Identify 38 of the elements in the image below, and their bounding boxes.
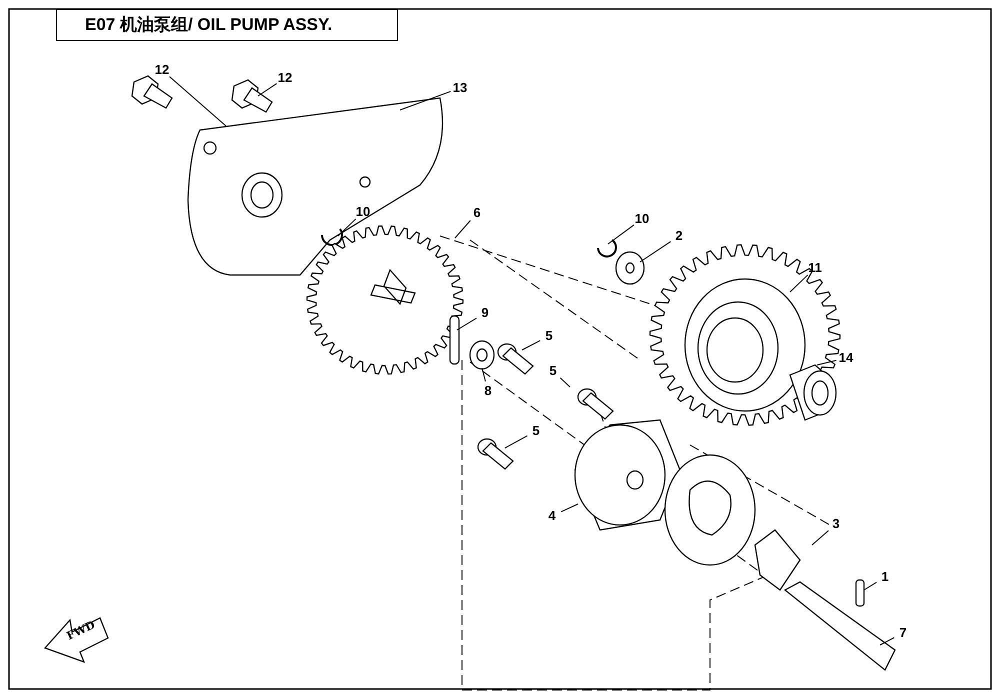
- leader-line: [454, 220, 471, 238]
- callout-number: 5: [532, 424, 540, 438]
- leader-line: [456, 318, 477, 330]
- callout-number: 4: [548, 509, 556, 523]
- callout-number: 7: [899, 626, 907, 640]
- callout-number: 14: [838, 351, 854, 365]
- leader-line: [812, 530, 829, 546]
- callout-number: 2: [675, 229, 683, 243]
- leader-line: [790, 274, 808, 292]
- leader-line: [560, 377, 570, 388]
- callout-number: 1: [881, 570, 889, 584]
- direction-label: FWD: [64, 618, 98, 643]
- diagram-title: E07 机油泵组/ OIL PUMP ASSY.: [56, 9, 398, 41]
- callout-number: 13: [452, 81, 468, 95]
- callout-number: 12: [154, 63, 170, 77]
- callout-number: 10: [356, 205, 370, 219]
- leader-line: [400, 90, 452, 110]
- callout-number: 6: [473, 206, 481, 220]
- leader-line: [560, 504, 578, 512]
- leader-line: [816, 360, 837, 366]
- callout-number: 12: [278, 71, 292, 85]
- callout-number: 5: [549, 364, 557, 378]
- leader-line: [504, 435, 528, 448]
- leader-line: [864, 582, 877, 590]
- leader-line: [258, 83, 278, 96]
- callout-number: 8: [484, 384, 492, 398]
- callout-number: 11: [808, 261, 822, 275]
- leader-line: [169, 76, 226, 126]
- callout-number: 3: [832, 517, 840, 531]
- leader-line: [522, 340, 541, 350]
- leader-line: [338, 218, 356, 236]
- leader-line: [880, 637, 895, 646]
- leader-line: [608, 224, 634, 244]
- callout-number: 10: [634, 212, 650, 226]
- leader-line: [482, 368, 486, 382]
- leader-line: [640, 241, 672, 262]
- callout-number: 5: [545, 329, 553, 343]
- callout-number: 9: [481, 306, 489, 320]
